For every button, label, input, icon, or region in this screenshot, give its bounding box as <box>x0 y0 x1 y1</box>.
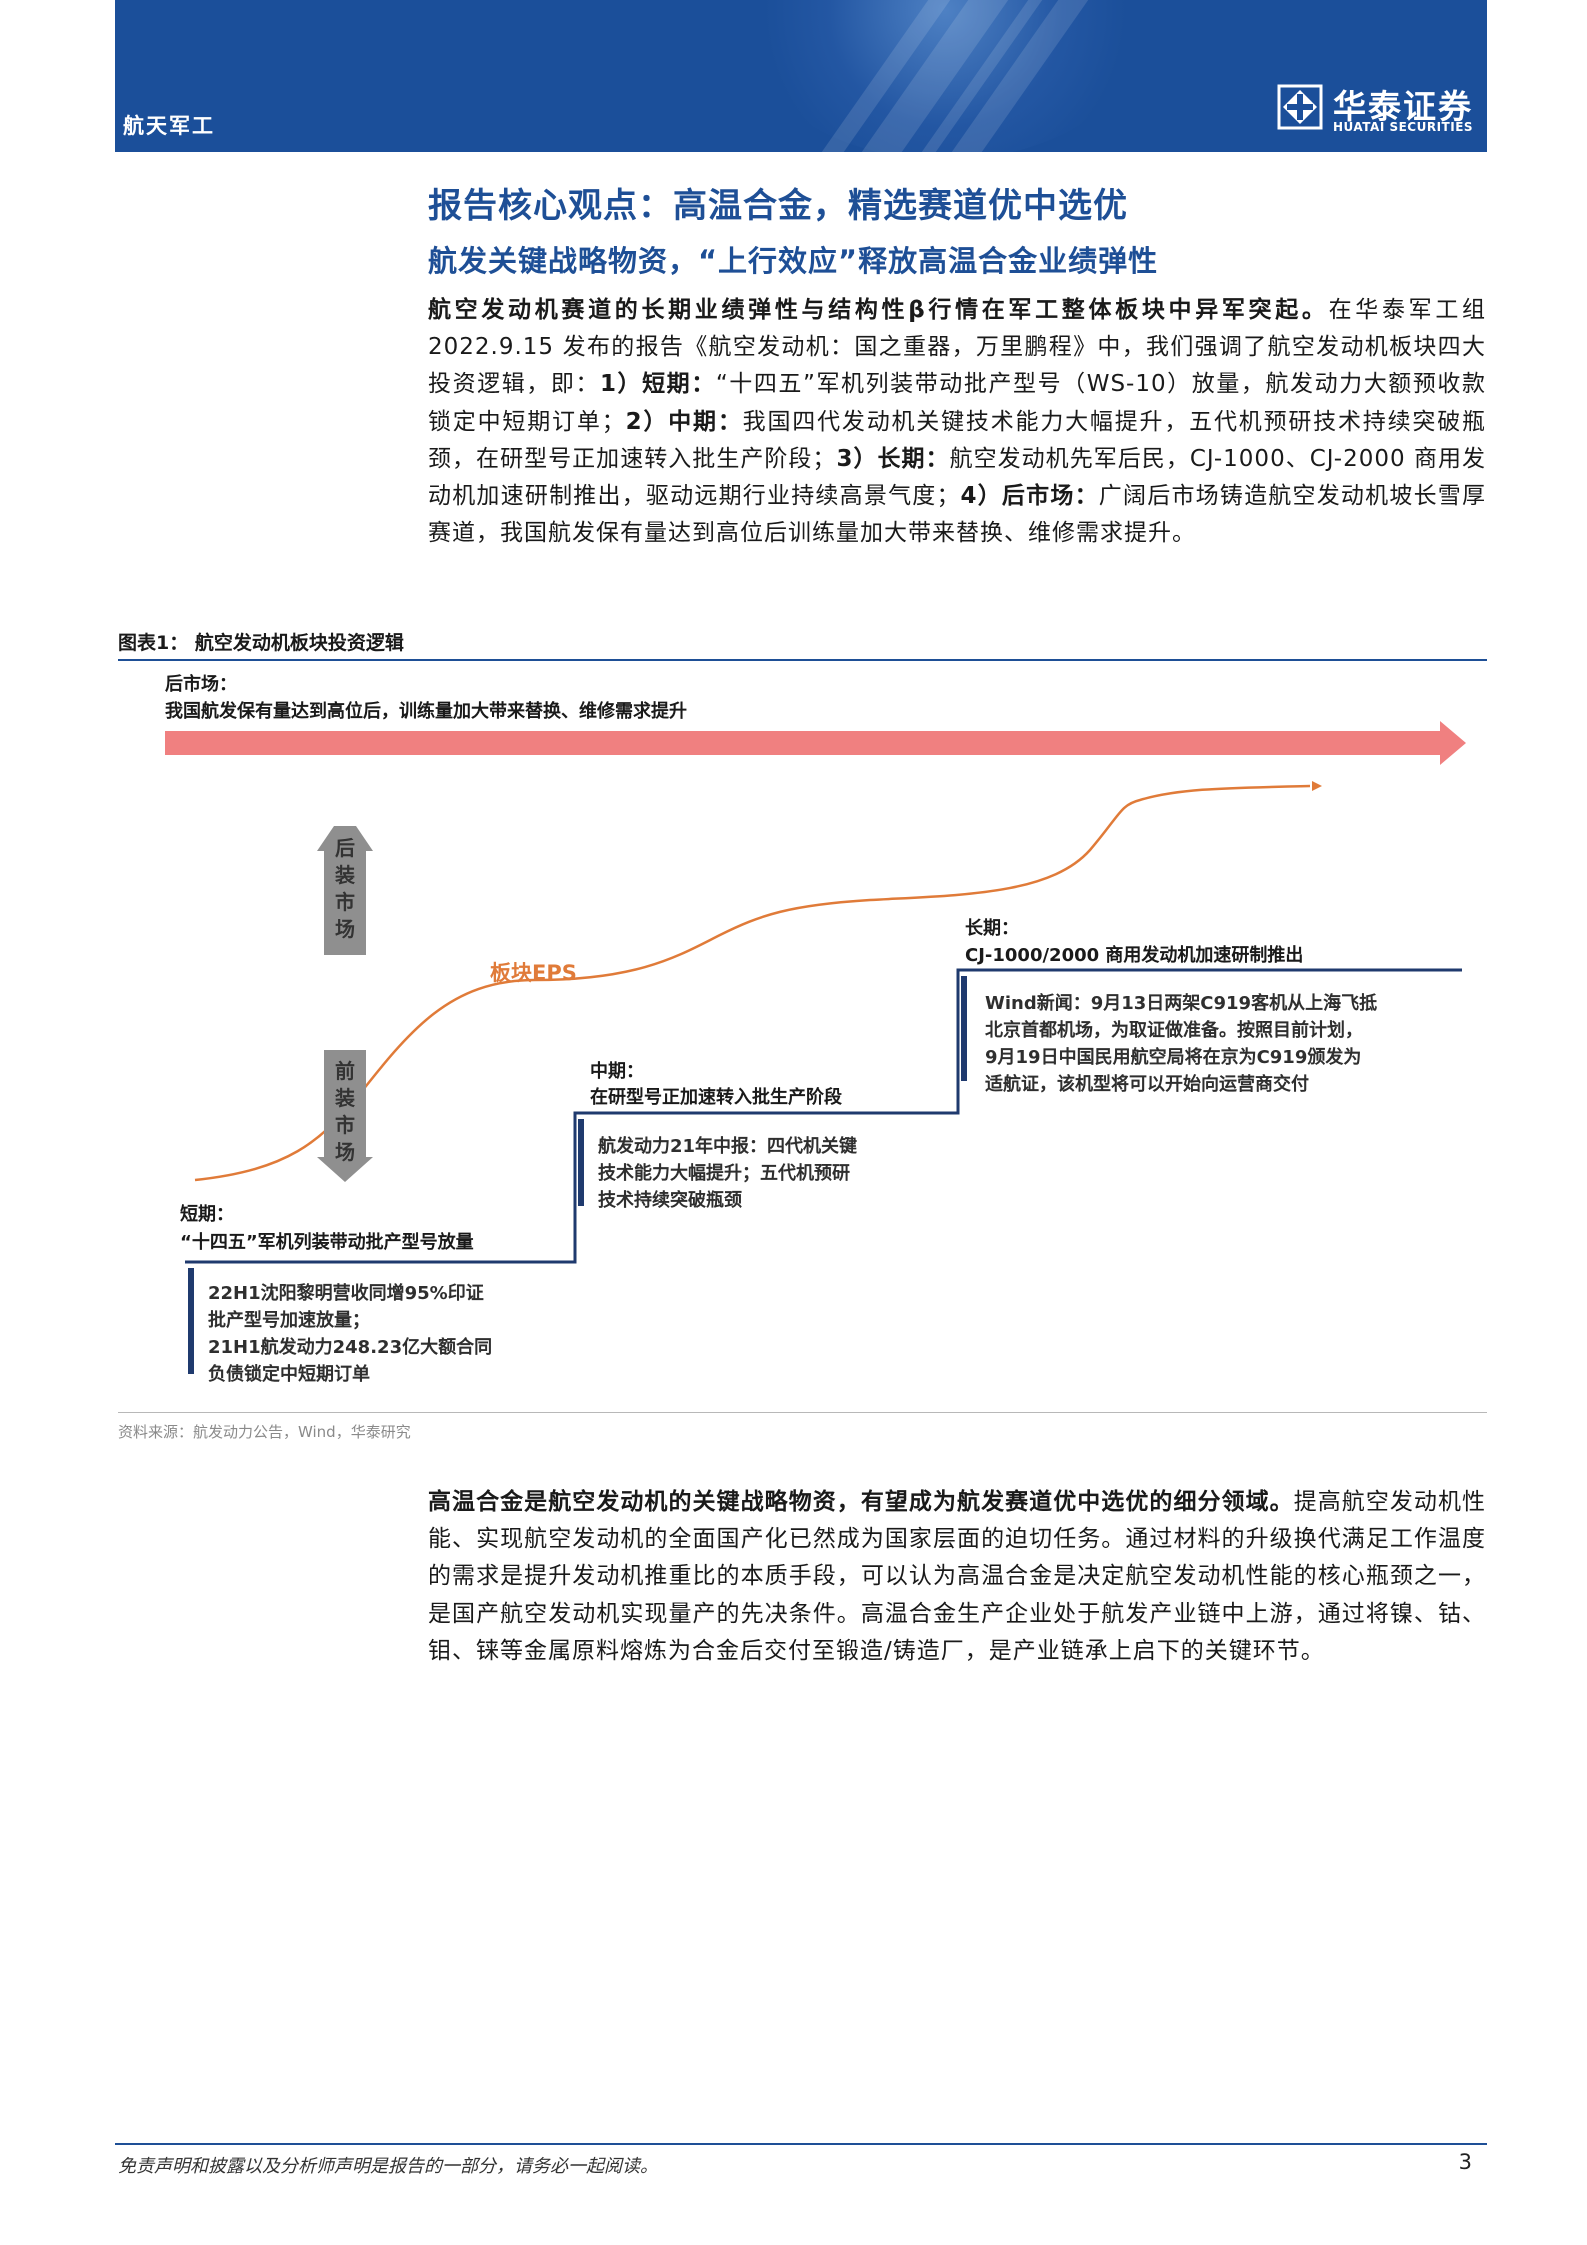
box-line: 航发动力21年中报：四代机关键 <box>598 1136 858 1157</box>
logo-text-cn: 华泰证券 <box>1333 87 1473 126</box>
vlabel-char: 市 <box>335 890 355 914</box>
footer-disclaimer: 免责声明和披露以及分析师声明是报告的一部分，请务必一起阅读。 <box>118 2156 658 2177</box>
term-mid: 2）中期： <box>625 408 743 435</box>
mid-term-box: 航发动力21年中报：四代机关键 技术能力大幅提升；五代机预研 技术持续突破瓶颈 <box>598 1133 857 1214</box>
aftermarket-desc: 我国航发保有量达到高位后，训练量加大带来替换、维修需求提升 <box>165 701 687 722</box>
eps-label: 板块EPS <box>490 961 577 985</box>
para-text: 航空发动机先军后民，CJ-1000、CJ-2000 商用发动机加速研制推出，驱动… <box>428 445 1486 510</box>
mid-term-desc: 在研型号正加速转入批生产阶段 <box>590 1087 842 1108</box>
report-subtitle: 航发关键战略物资，“上行效应”释放高温合金业绩弹性 <box>428 244 1159 278</box>
vlabel-char: 场 <box>335 1140 355 1164</box>
oem-down-label: 前 装 市 场 <box>332 1058 358 1166</box>
aftermarket-up-arrow <box>317 826 373 955</box>
mid-term-heading: 中期： <box>590 1061 644 1082</box>
figure-bottom-rule <box>118 1412 1487 1413</box>
footer-rule <box>115 2143 1487 2145</box>
box-line: 适航证，该机型将可以开始向运营商交付 <box>985 1074 1309 1095</box>
box-line: 9月19日中国民用航空局将在京为C919颁发为 <box>985 1047 1362 1068</box>
long-term-desc: CJ-1000/2000 商用发动机加速研制推出 <box>965 945 1304 966</box>
vlabel-char: 装 <box>335 863 355 887</box>
paragraph-superalloy: 高温合金是航空发动机的关键战略物资，有望成为航发赛道优中选优的细分领域。提高航空… <box>428 1484 1486 1670</box>
long-box-bar <box>961 976 967 1081</box>
vlabel-char: 装 <box>335 1086 355 1110</box>
huatai-logo-icon <box>1277 84 1323 130</box>
eps-curve-arrowhead <box>1312 781 1322 791</box>
box-line: 技术持续突破瓶颈 <box>598 1190 742 1211</box>
section-tag: 航天军工 <box>123 114 215 138</box>
vlabel-char: 场 <box>335 917 355 941</box>
figure-source: 资料来源：航发动力公告，Wind，华泰研究 <box>118 1423 411 1441</box>
paragraph-investment-logic: 航空发动机赛道的长期业绩弹性与结构性β行情在军工整体板块中异军突起。在华泰军工组… <box>428 292 1486 552</box>
investment-logic-diagram <box>165 721 1466 1374</box>
report-title: 报告核心观点：高温合金，精选赛道优中选优 <box>428 186 1128 226</box>
para-text: 提高航空发动机性能、实现航空发动机的全面国产化已然成为国家层面的迫切任务。通过材… <box>428 1489 1487 1664</box>
header-banner: 航天军工 华泰证券 HUATAI SECURITIES <box>115 0 1487 152</box>
box-line: 北京首都机场，为取证做准备。按照目前计划， <box>985 1020 1363 1041</box>
lead-sentence: 高温合金是航空发动机的关键战略物资，有望成为航发赛道优中选优的细分领域。 <box>428 1489 1294 1515</box>
vlabel-char: 市 <box>335 1113 355 1137</box>
box-line: 批产型号加速放量； <box>208 1310 370 1331</box>
aftermarket-heading: 后市场： <box>165 674 237 695</box>
aftermarket-arrow <box>165 721 1466 765</box>
para-text: 在华泰军工组 2022.9.15 发布的报告《航空发动机：国之重器，万里鹏程》中… <box>428 297 1486 398</box>
mid-box-bar <box>578 1119 584 1206</box>
step-line <box>185 968 1462 1264</box>
eps-curve <box>194 784 1311 1182</box>
oem-down-arrow <box>317 1050 373 1182</box>
term-aftermarket: 4）后市场： <box>960 483 1099 510</box>
figure-title: 图表1： 航空发动机板块投资逻辑 <box>118 632 404 654</box>
vlabel-char: 前 <box>335 1059 355 1083</box>
para-text: 我国四代发动机关键技术能力大幅提升，五代机预研技术持续突破瓶颈，在研型号正加速转… <box>428 408 1487 472</box>
lead-sentence: 航空发动机赛道的长期业绩弹性与结构性β行情在军工整体板块中异军突起。 <box>428 297 1329 323</box>
short-term-desc: “十四五”军机列装带动批产型号放量 <box>180 1232 474 1253</box>
para-text: “十四五”军机列装带动批产型号（WS-10）放量，航发动力大额预收款锁定中短期订… <box>428 371 1486 435</box>
box-line: 负债锁定中短期订单 <box>208 1364 370 1385</box>
short-term-heading: 短期： <box>180 1204 234 1225</box>
figure-top-rule <box>118 659 1487 661</box>
page-number: 3 <box>1458 2150 1472 2174</box>
long-term-box: Wind新闻：9月13日两架C919客机从上海飞抵 北京首都机场，为取证做准备。… <box>985 990 1377 1098</box>
term-short: 1）短期： <box>599 371 716 398</box>
box-line: 22H1沈阳黎明营收同增95%印证 <box>208 1283 484 1304</box>
box-line: 21H1航发动力248.23亿大额合同 <box>208 1337 493 1358</box>
short-box-bar <box>188 1268 194 1374</box>
box-line: 技术能力大幅提升；五代机预研 <box>598 1163 850 1184</box>
vlabel-char: 后 <box>335 836 355 860</box>
logo-text-en: HUATAI SECURITIES <box>1333 120 1474 134</box>
para-text: 广阔后市场铸造航空发动机坡长雪厚赛道，我国航发保有量达到高位后训练量加大带来替换… <box>428 483 1487 547</box>
term-long: 3）长期： <box>836 445 950 472</box>
long-term-heading: 长期： <box>965 918 1019 939</box>
huatai-logo: 华泰证券 HUATAI SECURITIES <box>1277 80 1477 136</box>
short-term-box: 22H1沈阳黎明营收同增95%印证 批产型号加速放量； 21H1航发动力248.… <box>208 1280 492 1388</box>
box-line: Wind新闻：9月13日两架C919客机从上海飞抵 <box>985 993 1378 1014</box>
aftermarket-up-label: 后 装 市 场 <box>332 835 358 943</box>
